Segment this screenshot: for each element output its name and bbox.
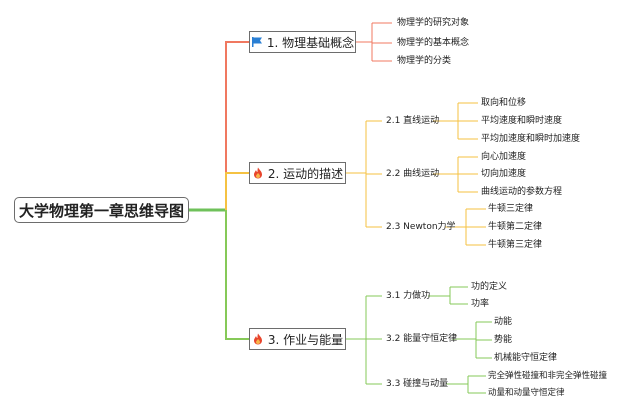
topic-basic-concepts[interactable]: 物理学的基本概念 — [397, 38, 470, 48]
root-node[interactable]: 大学物理第一章思维导图 — [14, 197, 189, 223]
branch-label: 1. 物理基础概念 — [266, 35, 355, 50]
branch3-connector — [225, 210, 249, 340]
fire-icon — [253, 333, 262, 345]
fire-icon — [253, 167, 262, 179]
leaf-newton-third[interactable]: 牛顿第三定律 — [488, 240, 543, 250]
branch-work-energy[interactable]: 3. 作业与能量 — [249, 328, 346, 350]
branch-label: 2. 运动的描述 — [267, 166, 344, 181]
leaf-velocity[interactable]: 平均速度和瞬时速度 — [481, 116, 563, 126]
leaf-kinetic-energy[interactable]: 动能 — [494, 317, 513, 327]
leaf-newton-three[interactable]: 牛顿三定律 — [488, 204, 534, 214]
branch2-connector — [225, 172, 249, 210]
leaf-acceleration[interactable]: 平均加速度和瞬时加速度 — [481, 134, 581, 144]
subtopic-collision-momentum[interactable]: 3.3 碰撞与动量 — [386, 379, 449, 389]
branch-motion[interactable]: 2. 运动的描述 — [249, 162, 346, 184]
leaf-mechanical-energy[interactable]: 机械能守恒定律 — [494, 353, 558, 363]
leaf-centripetal[interactable]: 向心加速度 — [481, 152, 527, 162]
root-title: 大学物理第一章思维导图 — [18, 201, 184, 220]
subtopic-newton-mechanics[interactable]: 2.3 Newton力学 — [386, 222, 456, 232]
branch-label: 3. 作业与能量 — [267, 332, 344, 347]
leaf-momentum-conservation[interactable]: 动量和动量守恒定律 — [488, 388, 565, 398]
flag-icon — [251, 37, 262, 47]
leaf-potential-energy[interactable]: 势能 — [494, 335, 513, 345]
branch1-connector — [225, 41, 249, 210]
branch-physics-basics[interactable]: 1. 物理基础概念 — [249, 31, 356, 53]
leaf-elastic-collision[interactable]: 完全弹性碰撞和非完全弹性碰撞 — [488, 371, 608, 381]
leaf-parametric[interactable]: 曲线运动的参数方程 — [481, 187, 563, 197]
subtopic-linear-motion[interactable]: 2.1 直线运动 — [386, 116, 440, 126]
leaf-work-definition[interactable]: 功的定义 — [471, 282, 508, 292]
leaf-newton-second[interactable]: 牛顿第二定律 — [488, 222, 543, 232]
leaf-displacement[interactable]: 取向和位移 — [481, 98, 527, 108]
topic-research-object[interactable]: 物理学的研究对象 — [397, 18, 470, 28]
subtopic-work[interactable]: 3.1 力做功 — [386, 291, 431, 301]
subtopic-energy-conservation[interactable]: 3.2 能量守恒定律 — [386, 334, 458, 344]
topic-classification[interactable]: 物理学的分类 — [397, 56, 452, 66]
subtopic-curvilinear-motion[interactable]: 2.2 曲线运动 — [386, 169, 440, 179]
leaf-tangential[interactable]: 切向加速度 — [481, 169, 527, 179]
leaf-power[interactable]: 功率 — [471, 299, 490, 309]
